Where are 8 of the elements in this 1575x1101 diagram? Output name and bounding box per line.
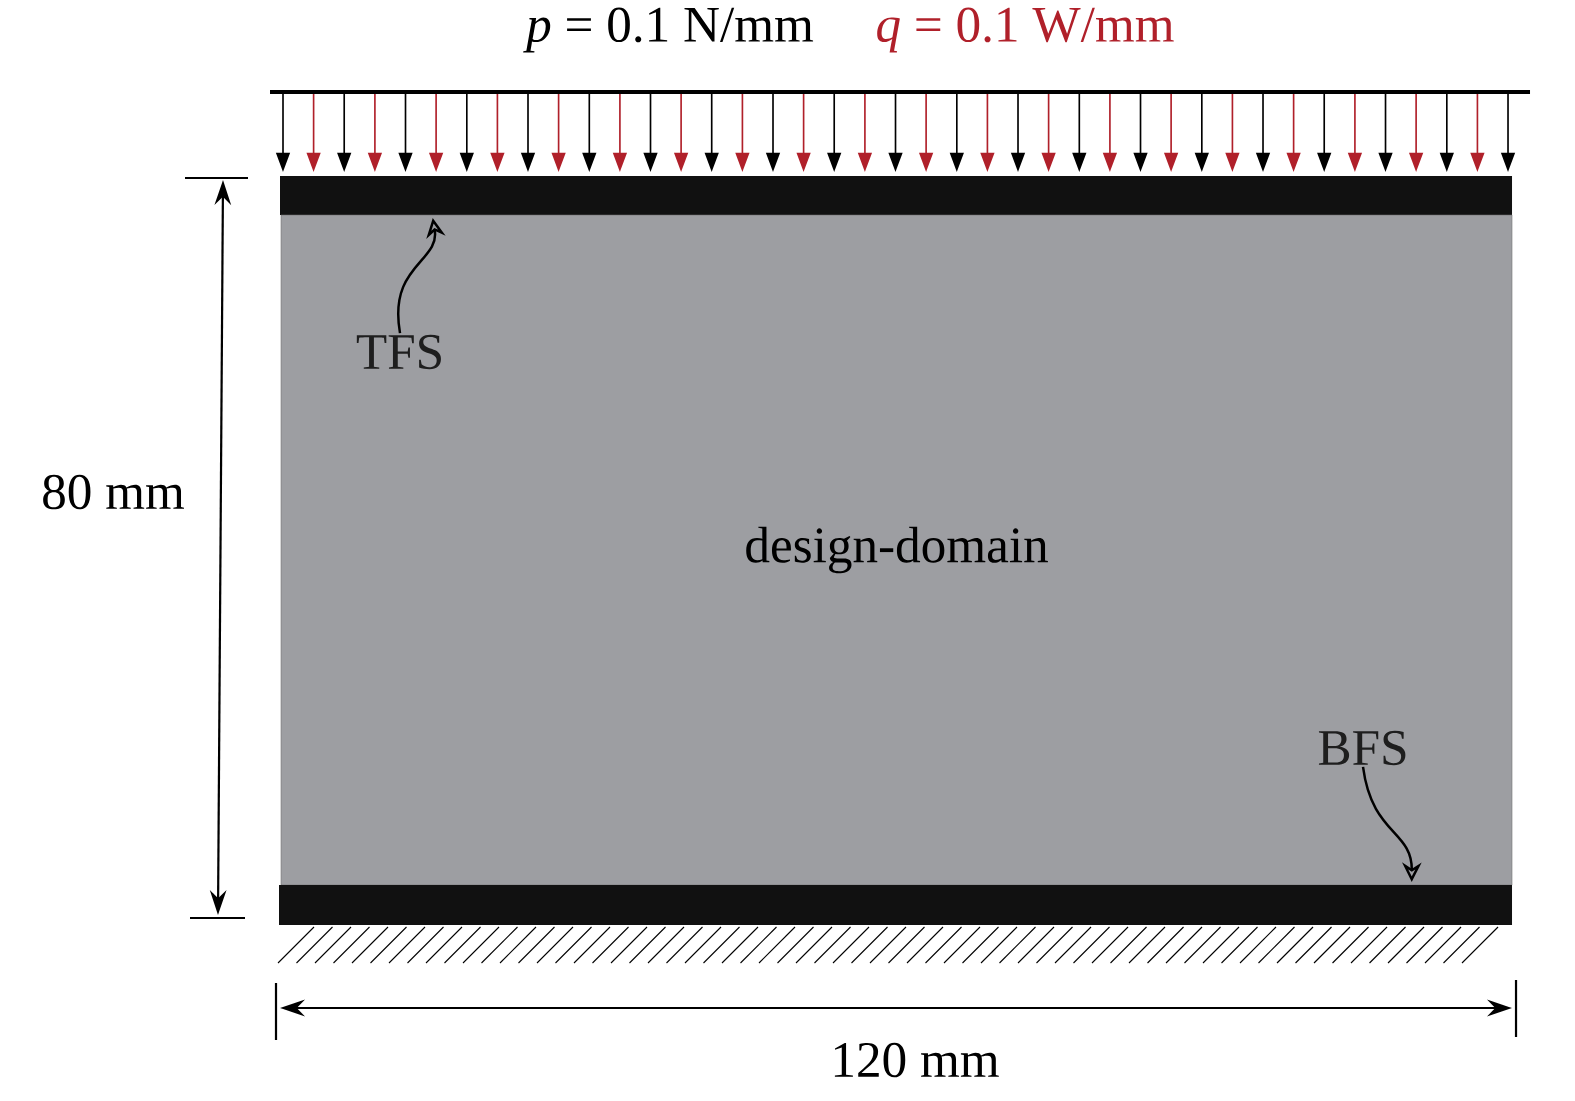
load-label: q = 0.1 W/mm xyxy=(877,7,1174,53)
face-sheet-bar xyxy=(280,176,1512,215)
part-label: TFS xyxy=(356,334,441,370)
dimension-label: 120 mm xyxy=(834,1042,999,1078)
face-sheet-bar xyxy=(279,885,1512,925)
dimension-label: 80 mm xyxy=(43,474,185,510)
load-label: p = 0.1 N/mm xyxy=(523,7,814,53)
part-label: BFS xyxy=(1318,730,1406,766)
